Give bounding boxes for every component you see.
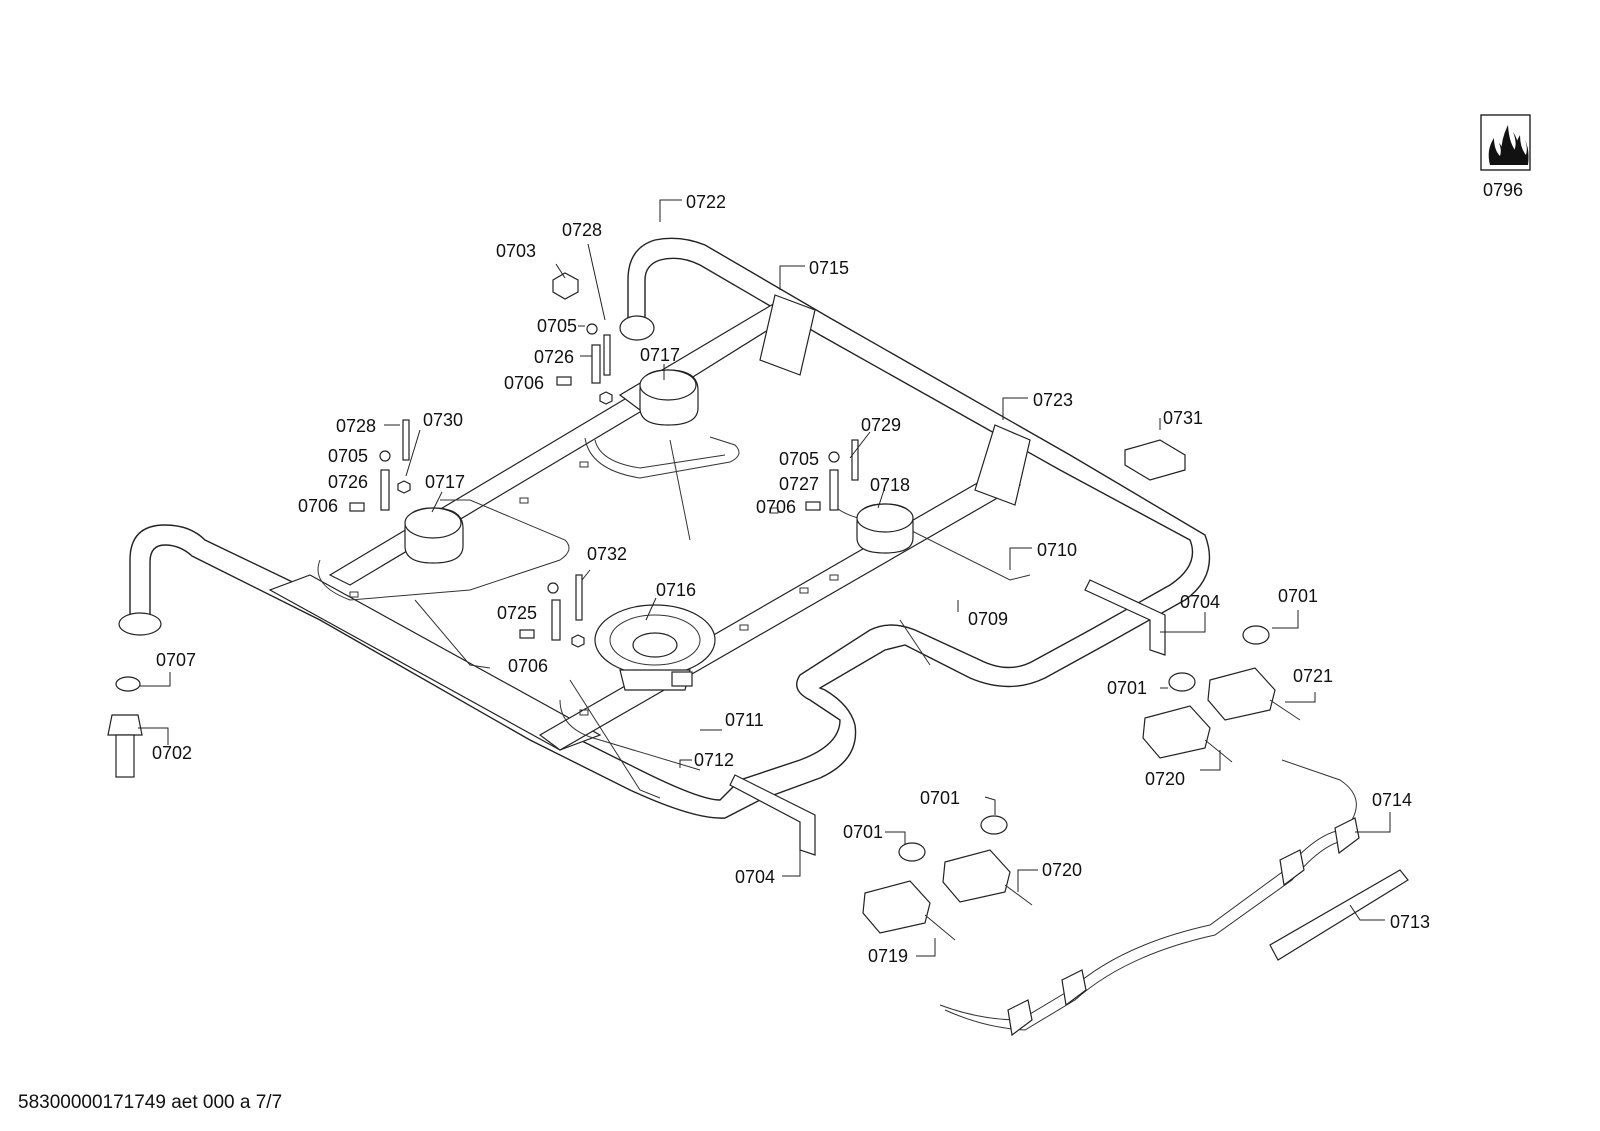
gas-inlet-fitting xyxy=(107,676,143,778)
callout-0706: 0706 xyxy=(298,496,339,516)
callout-0732: 0732 xyxy=(587,544,628,564)
callout-0701: 0701 xyxy=(1107,678,1148,698)
ignition-harness xyxy=(939,759,1409,1037)
callout-0706: 0706 xyxy=(504,373,545,393)
callout-0720: 0720 xyxy=(1042,860,1083,880)
callout-0726: 0726 xyxy=(328,472,369,492)
callout-0714: 0714 xyxy=(1372,790,1413,810)
callout-0716: 0716 xyxy=(656,580,697,600)
callout-0712: 0712 xyxy=(694,750,735,770)
callout-0704: 0704 xyxy=(1180,592,1221,612)
gas-flame-icon xyxy=(1480,114,1531,171)
callout-0704: 0704 xyxy=(735,867,776,887)
callout-0730: 0730 xyxy=(423,410,464,430)
leader-lines xyxy=(138,199,1391,957)
callout-0717: 0717 xyxy=(640,345,681,365)
document-reference: 58300000171749 aet 000 a 7/7 xyxy=(18,1092,283,1113)
icon-label-0796: 0796 xyxy=(1483,180,1524,200)
callout-0703: 0703 xyxy=(496,241,537,261)
callout-0723: 0723 xyxy=(1033,390,1074,410)
callout-0709: 0709 xyxy=(968,609,1009,629)
callout-0701: 0701 xyxy=(920,788,961,808)
callout-0711: 0711 xyxy=(725,710,764,730)
callout-0707: 0707 xyxy=(156,650,197,670)
callout-0728: 0728 xyxy=(562,220,603,240)
callout-0725: 0725 xyxy=(497,603,538,623)
gas-taps xyxy=(862,625,1301,941)
burner-frame xyxy=(118,237,1211,819)
callout-0701: 0701 xyxy=(1278,586,1319,606)
burner-0718 xyxy=(856,503,914,554)
callout-0726: 0726 xyxy=(534,347,575,367)
mounting-brackets xyxy=(729,579,1166,856)
callout-0705: 0705 xyxy=(537,316,578,336)
callout-0706: 0706 xyxy=(756,497,797,517)
callout-0701: 0701 xyxy=(843,822,884,842)
burner-0717-left xyxy=(404,507,464,564)
callout-0706: 0706 xyxy=(508,656,549,676)
callout-0731: 0731 xyxy=(1163,408,1204,428)
callout-0721: 0721 xyxy=(1293,666,1334,686)
callout-0710: 0710 xyxy=(1037,540,1078,560)
callout-0719: 0719 xyxy=(868,946,909,966)
callout-0715: 0715 xyxy=(809,258,850,278)
callout-0720: 0720 xyxy=(1145,769,1186,789)
callout-0717: 0717 xyxy=(425,472,466,492)
callout-0718: 0718 xyxy=(870,475,911,495)
callout-0727: 0727 xyxy=(779,474,820,494)
callout-0705: 0705 xyxy=(779,449,820,469)
burner-0717-top xyxy=(639,369,699,426)
electrodes xyxy=(349,272,1186,648)
callout-0722: 0722 xyxy=(686,192,727,212)
callout-0705: 0705 xyxy=(328,446,369,466)
callout-0729: 0729 xyxy=(861,415,902,435)
callout-0702: 0702 xyxy=(152,743,193,763)
callout-0728: 0728 xyxy=(336,416,377,436)
callout-0713: 0713 xyxy=(1390,912,1431,932)
burner-0716 xyxy=(594,604,716,691)
